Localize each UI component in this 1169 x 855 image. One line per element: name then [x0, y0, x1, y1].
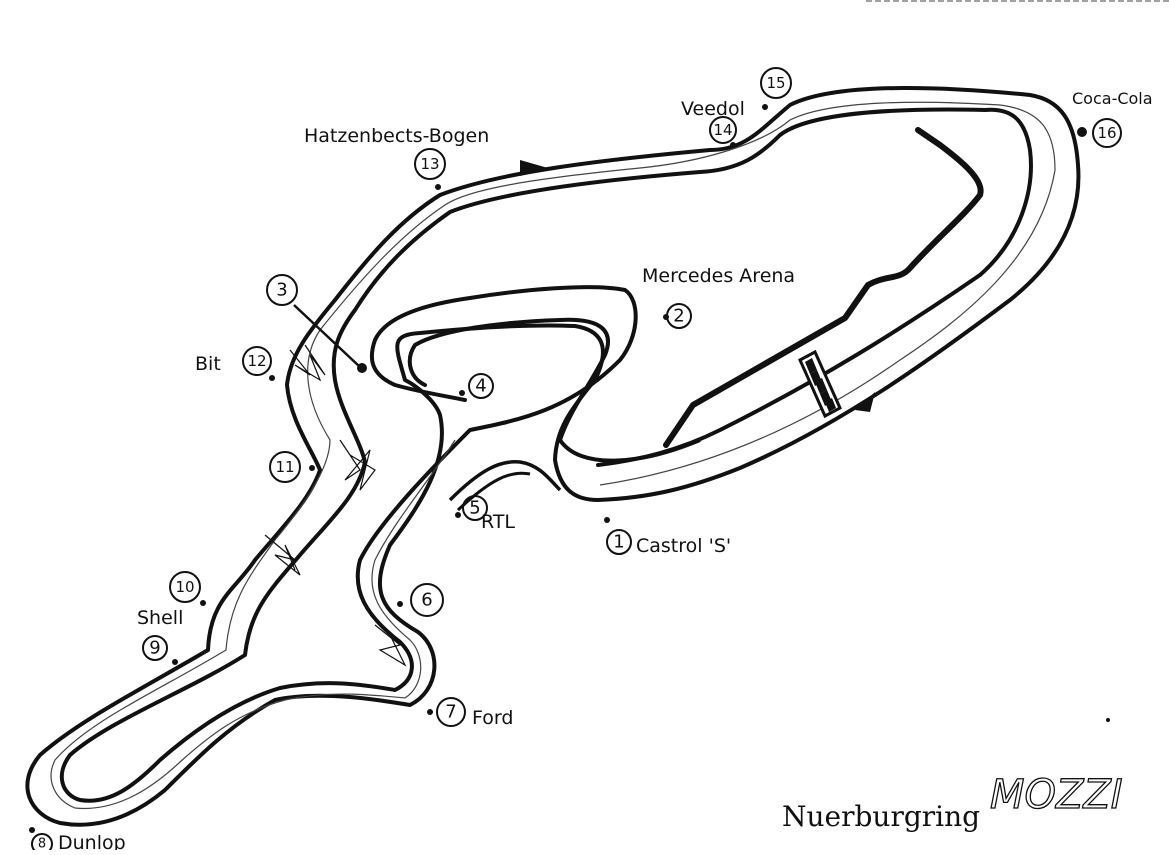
- track-inner-edge: [59, 107, 1033, 803]
- corner-1-number: 1: [613, 532, 624, 553]
- stray-mark: [1106, 718, 1110, 722]
- corner-3-pointer: [293, 304, 361, 368]
- corner-dots: [29, 104, 1087, 833]
- corner-2-name: Mercedes Arena: [642, 265, 795, 287]
- corner-7-name: Ford: [472, 707, 513, 729]
- corner-15-number: 15: [766, 74, 785, 92]
- corner-3-number: 3: [276, 280, 287, 301]
- corner-13-name: Hatzenbects-Bogen: [304, 125, 489, 147]
- corner-16-number: 16: [1097, 124, 1116, 142]
- track-short-link: [448, 460, 562, 502]
- corner-number-circles: [31, 67, 1122, 855]
- corner-5-name: RTL: [481, 511, 515, 533]
- corner-11-number: 11: [275, 458, 294, 476]
- racing-line: [50, 101, 1056, 810]
- corner-10-name: Shell: [137, 607, 183, 629]
- track-infield-edge: [407, 317, 610, 442]
- corner-12-name: Bit: [195, 353, 221, 375]
- track-outer-edge: [25, 86, 1081, 827]
- gravel-scribbles: [264, 344, 407, 667]
- map-title: Nuerburgring: [782, 800, 980, 833]
- corner-8-number: 8: [38, 837, 46, 851]
- corner-9-number: 9: [149, 638, 160, 659]
- start-finish-line: [798, 349, 842, 419]
- corner-12-number: 12: [247, 352, 266, 370]
- corner-2-number: 2: [673, 306, 684, 327]
- direction-arrow-icon: [520, 160, 548, 176]
- track-short-link-edge: [456, 471, 531, 512]
- corner-16-name: Coca-Cola: [1072, 89, 1153, 108]
- corner-6-number: 6: [421, 590, 432, 611]
- track-arena-loop: [558, 438, 701, 463]
- corner-7-number: 7: [445, 702, 456, 723]
- corner-13-number: 13: [420, 155, 439, 173]
- corner-14-number: 14: [713, 121, 732, 139]
- corner-4-number: 4: [475, 376, 486, 397]
- corner-10-number: 10: [175, 578, 194, 596]
- corner-1-name: Castrol 'S': [636, 535, 731, 557]
- corner-5-number: 5: [469, 498, 480, 519]
- author-signature: MOZZI: [990, 772, 1123, 818]
- direction-arrow-icon: [855, 392, 875, 412]
- pit-lane-line: [663, 127, 984, 448]
- corner-8-name: Dunlop: [58, 832, 126, 850]
- corner-14-name: Veedol: [681, 98, 745, 120]
